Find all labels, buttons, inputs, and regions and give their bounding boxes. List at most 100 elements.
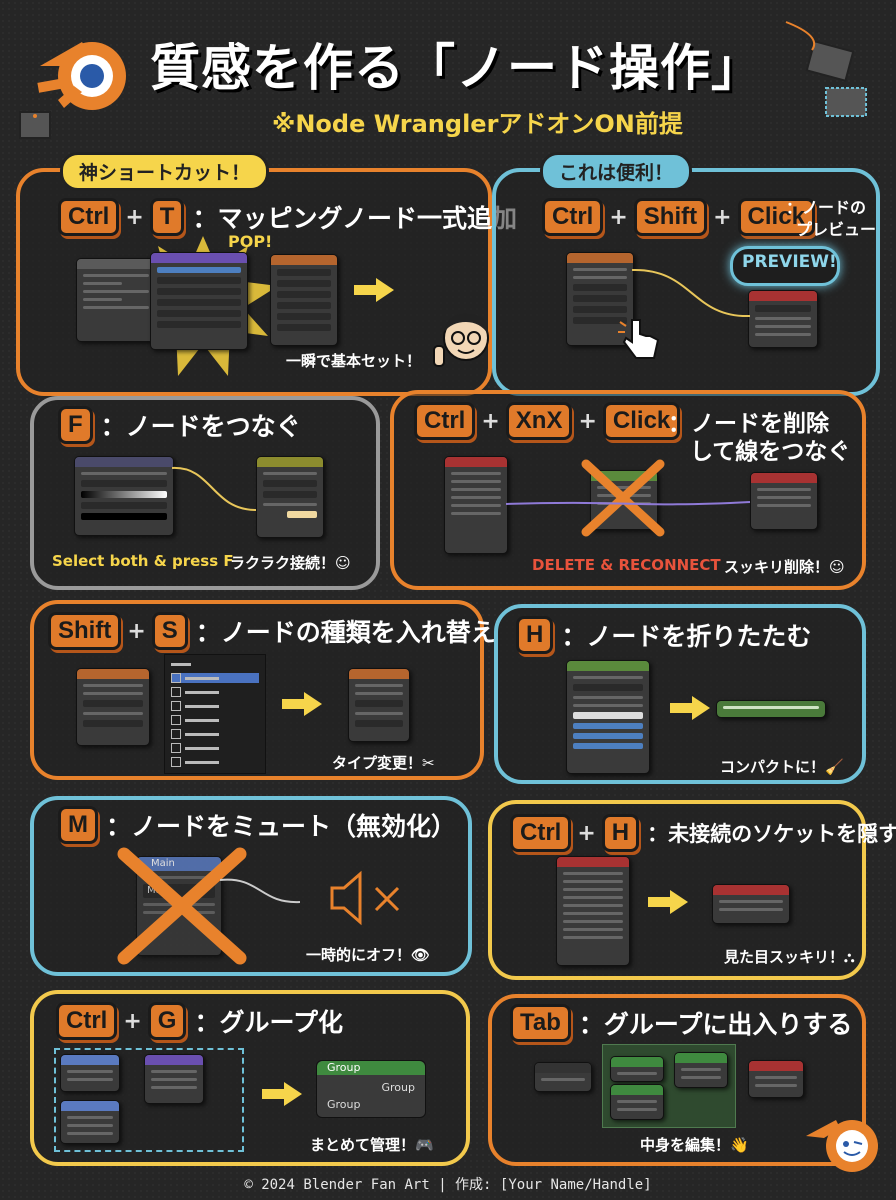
connection-wire [505, 494, 756, 518]
arrow-right-icon [262, 1082, 302, 1106]
key-shift: Shift [633, 198, 708, 236]
shortcut-row: M ：ノードをミュート（無効化） [58, 806, 456, 844]
banner-benri: これは便利！ [540, 152, 693, 191]
group-input: Group [327, 1098, 361, 1111]
shortcut-row: Ctrl + T ：マッピングノード一式追加 [58, 198, 517, 236]
node-group-member[interactable] [60, 1054, 120, 1092]
preview-bubble [730, 246, 840, 286]
cross-icon [578, 458, 668, 542]
card-h [494, 604, 866, 784]
card-note: まとめて管理！🎮 [310, 1136, 434, 1154]
node-mix[interactable] [256, 456, 324, 538]
shortcut-row: Shift + S ：ノードの種類を入れ替え [48, 612, 496, 650]
node-mapping[interactable] [150, 252, 248, 350]
cross-icon [112, 846, 252, 970]
arrow-right-icon [354, 278, 394, 302]
key-h: H [516, 616, 554, 654]
pop-badge: POP! [228, 232, 273, 251]
key-t: T [149, 198, 185, 236]
shortcut-desc: ：ノードをつなぐ [100, 412, 301, 441]
key-h: H [601, 814, 640, 852]
shortcut-desc: ：ノードを折りたたむ [561, 622, 812, 651]
card-note: タイプ変更！✂ [332, 754, 435, 772]
node-group-input[interactable] [534, 1062, 592, 1092]
node-material-output[interactable] [748, 290, 818, 348]
decor-tag-icon [782, 16, 892, 140]
connection-wire [219, 876, 301, 910]
shortcut-row: Ctrl + XnX + Click [414, 402, 681, 440]
shortcut-desc: ：ノードの種類を入れ替え [195, 618, 496, 647]
key-m: M [58, 806, 98, 844]
key-shift: Shift [48, 612, 122, 650]
decor-tag-icon [6, 100, 66, 164]
node-texcoord[interactable] [76, 258, 156, 342]
node-inner[interactable] [674, 1052, 728, 1088]
card-note-right: スッキリ削除！☺ [724, 558, 845, 576]
node-group-member[interactable] [144, 1054, 204, 1104]
node-image-texture[interactable] [270, 254, 338, 346]
key-ctrl: Ctrl [56, 1002, 118, 1040]
node-musgrave[interactable] [76, 668, 150, 746]
key-ctrl: Ctrl [542, 198, 604, 236]
blender-logo-icon [30, 28, 140, 122]
speaker-mute-icon [328, 870, 408, 930]
key-click: Click [737, 198, 815, 236]
node-inner[interactable] [610, 1056, 664, 1082]
key-g: G [147, 1002, 187, 1040]
key-ctrl: Ctrl [414, 402, 476, 440]
node-type-menu[interactable] [164, 654, 266, 774]
avatar-icon [430, 306, 496, 384]
shortcut-desc: ：ノードをミュート（無効化） [106, 812, 457, 841]
hand-cursor-icon [616, 312, 666, 366]
node-material-output[interactable] [712, 884, 790, 924]
key-click: Click [602, 402, 681, 440]
node-many-sockets[interactable] [556, 856, 630, 966]
selection-box [54, 1048, 244, 1152]
shortcut-row: Ctrl + Shift + Click [542, 198, 815, 236]
card-note-center: DELETE & RECONNECT [532, 556, 721, 574]
shortcut-row: Ctrl + G ：グループ化 [56, 1002, 343, 1040]
node-principled[interactable] [444, 456, 508, 554]
node-group[interactable]: Group Group Group [316, 1060, 426, 1118]
key-f: F [58, 406, 93, 444]
connection-wire [631, 268, 752, 332]
shortcut-desc-line1: ：ノードを削除 [668, 411, 829, 437]
card-note: 中身を編集！👋 [640, 1136, 749, 1154]
shortcut-desc-line2: プレビュー [796, 220, 877, 239]
node-noise-texture[interactable] [348, 668, 410, 742]
shortcut-row: H ：ノードを折りたたむ [516, 616, 811, 654]
node-group-output[interactable] [748, 1060, 804, 1098]
node-principled-expanded[interactable] [566, 660, 650, 774]
node-noise-texture[interactable] [566, 252, 634, 346]
key-ctrl: Ctrl [58, 198, 120, 236]
key-s: S [151, 612, 188, 650]
node-color-ramp[interactable] [74, 456, 174, 536]
group-title: Group [317, 1061, 425, 1075]
shortcut-row: Tab ：グループに出入りする [510, 1004, 852, 1042]
connection-wire [171, 466, 258, 520]
card-note-right: ラクラク接続！☺ [230, 554, 351, 572]
node-inner[interactable] [610, 1084, 664, 1120]
arrow-right-icon [282, 692, 322, 716]
key-x: XnX [505, 402, 573, 440]
node-title: Main [137, 857, 221, 871]
card-note: 一瞬で基本セット！ [286, 352, 422, 370]
shortcut-row: F ：ノードをつなぐ [58, 406, 301, 444]
arrow-right-icon [670, 696, 710, 720]
preview-badge: PREVIEW! [742, 252, 837, 272]
group-output: Group [381, 1081, 416, 1094]
footer-credit: © 2024 Blender Fan Art | 作成: [Your Name/… [244, 1177, 652, 1193]
card-note-left: Select both & press F [52, 552, 234, 570]
page-subtitle: ※Node WranglerアドオンON前提 [272, 110, 683, 138]
card-note: コンパクトに！🧹 [720, 758, 844, 776]
node-material-output[interactable] [750, 472, 818, 530]
banner-kami: 神ショートカット！ [60, 152, 270, 191]
node-collapsed[interactable] [716, 700, 826, 718]
key-ctrl: Ctrl [510, 814, 572, 852]
shortcut-desc: ：未接続のソケットを隠す [647, 822, 896, 846]
node-group-member[interactable] [60, 1100, 120, 1144]
shortcut-desc-line2: して線をつなぐ [690, 439, 851, 465]
shortcut-desc: ：マッピングノード一式追加 [192, 204, 517, 233]
shortcut-desc-line1: ：ノードの [786, 198, 867, 217]
key-tab: Tab [510, 1004, 571, 1042]
